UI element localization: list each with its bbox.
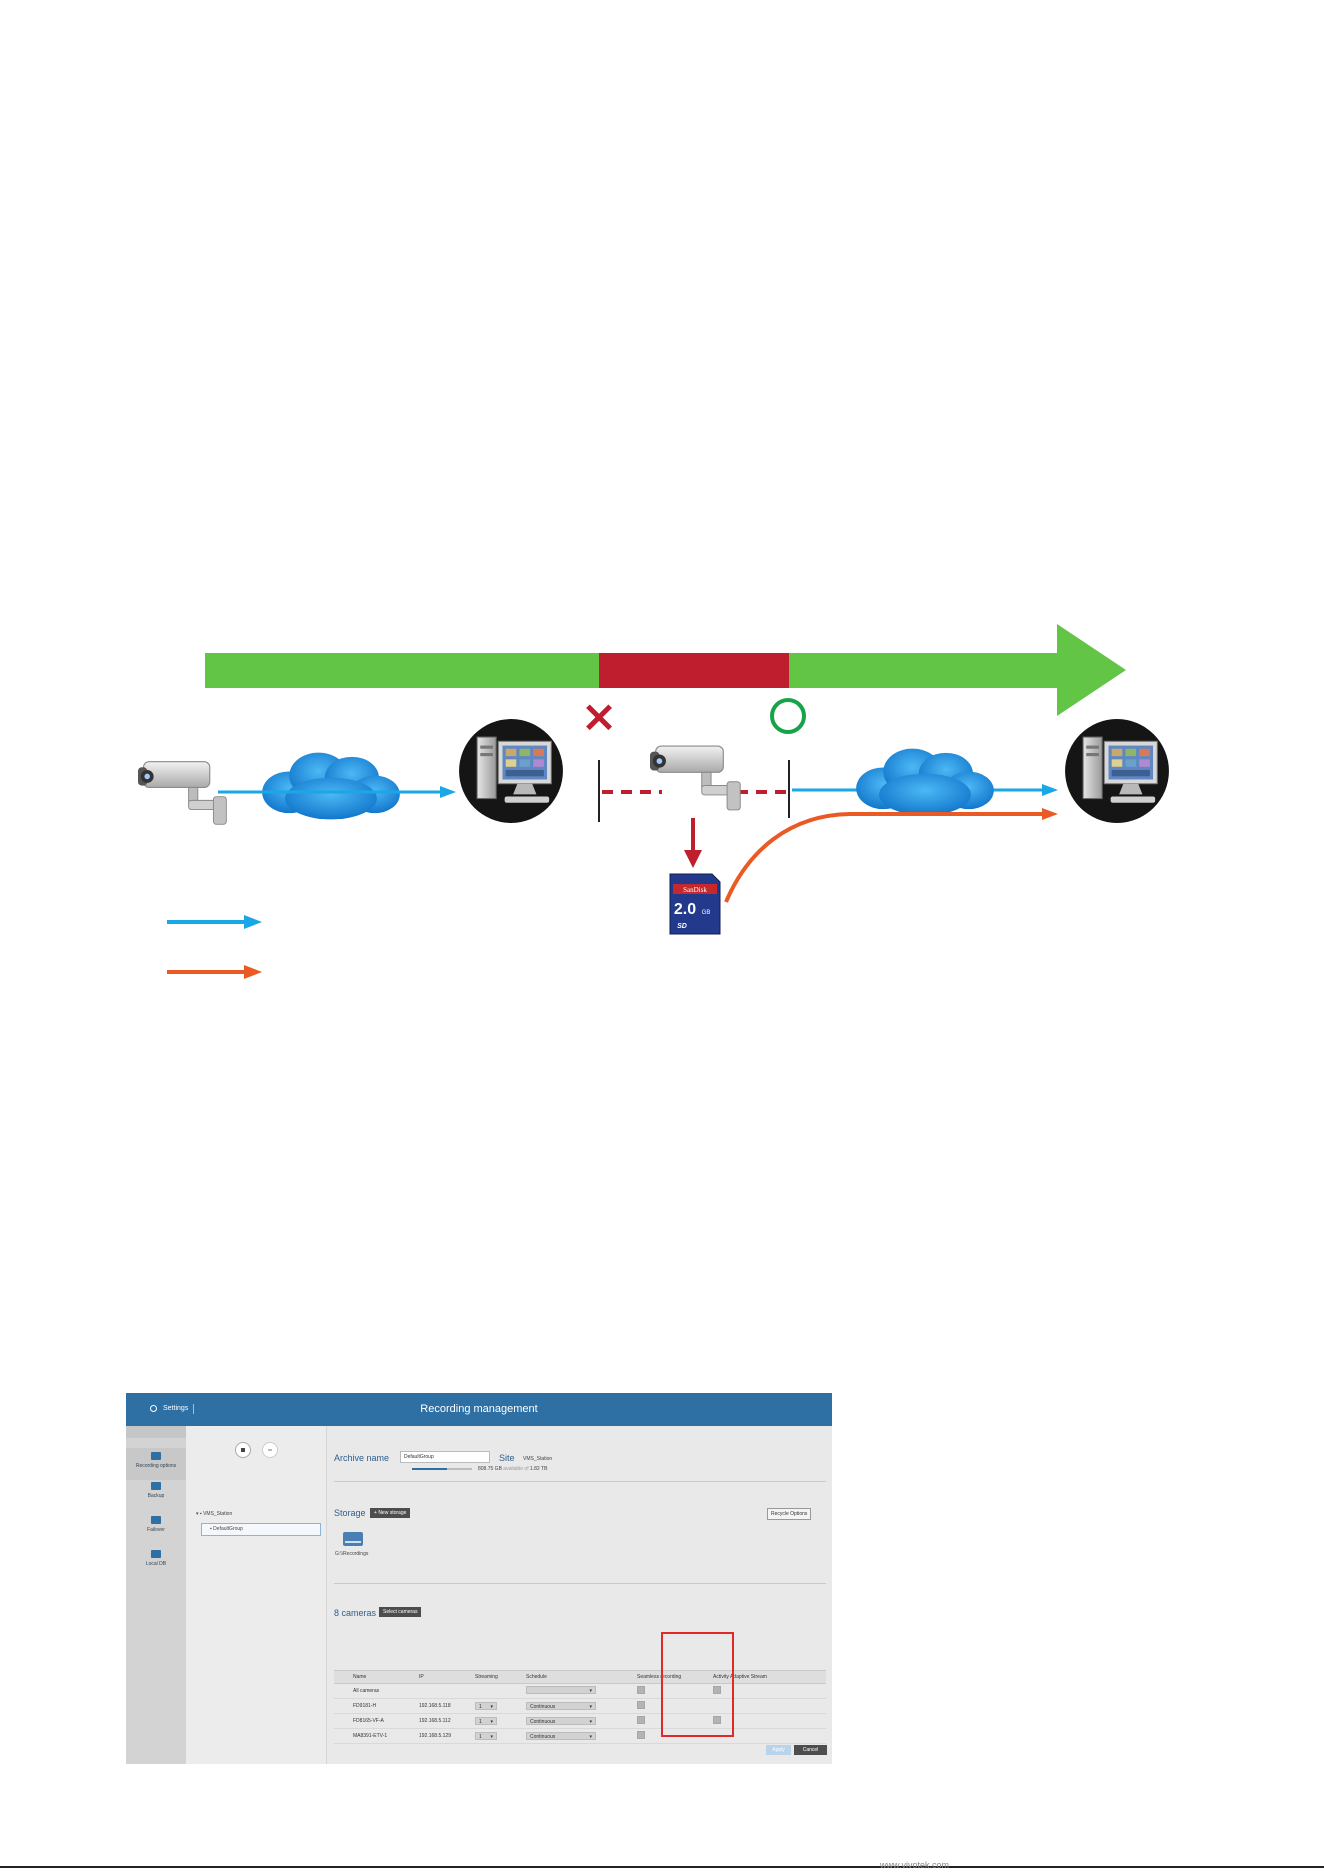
seamless-recording-checkbox[interactable] bbox=[637, 1686, 645, 1694]
seamless-recording-highlight bbox=[661, 1632, 734, 1737]
site-tree: ▾ ▪ VMS_Station ▪ DefaultGroup bbox=[186, 1426, 327, 1764]
timeline-network-outage bbox=[599, 653, 789, 688]
storage-usage-fill bbox=[412, 1468, 447, 1470]
cameras-count-label: 8 cameras bbox=[334, 1608, 377, 1618]
sidebar-item-backup[interactable]: Backup bbox=[126, 1482, 186, 1508]
svg-text:SanDisk: SanDisk bbox=[683, 886, 707, 894]
table-row: All cameras ▾ bbox=[334, 1683, 826, 1699]
camera-icon-left bbox=[138, 761, 227, 825]
cancel-button[interactable]: Cancel bbox=[794, 1745, 827, 1755]
tree-node-selected[interactable] bbox=[201, 1523, 321, 1536]
schedule-dropdown[interactable]: ▾ bbox=[526, 1686, 596, 1694]
table-row: FD9181-H 192.168.5.118 1▾ Continuous▾ bbox=[334, 1698, 826, 1714]
page-footer-rule bbox=[0, 1866, 1324, 1868]
sidebar-item-recording-options[interactable]: Recording options bbox=[126, 1448, 186, 1480]
camera-icon-middle bbox=[650, 745, 741, 811]
column-header-schedule[interactable]: Schedule bbox=[523, 1670, 634, 1684]
table-header-row: Name IP Streaming Schedule Seamless reco… bbox=[334, 1670, 826, 1684]
seamless-recording-diagram: × SanDisk 2.0 GB SD bbox=[138, 624, 1170, 979]
table-row: FD8165-VF-A 192.168.5.112 1▾ Continuous▾ bbox=[334, 1713, 826, 1729]
archive-name-label: Archive name bbox=[334, 1453, 390, 1463]
gear-icon[interactable] bbox=[150, 1405, 157, 1412]
ok-circle-icon bbox=[770, 698, 806, 734]
adaptive-stream-checkbox[interactable] bbox=[713, 1686, 721, 1694]
schedule-dropdown[interactable]: Continuous▾ bbox=[526, 1717, 596, 1725]
page-title: Recording management bbox=[420, 1403, 538, 1415]
timeline-arrow-head bbox=[1057, 624, 1126, 716]
storage-path: G:\\Recordings bbox=[335, 1551, 369, 1557]
seamless-recording-checkbox[interactable] bbox=[637, 1731, 645, 1739]
tree-node-station[interactable]: ▾ ▪ VMS_Station bbox=[196, 1511, 233, 1517]
archive-settings: Archive name DefaultGroup Site VMS_Stati… bbox=[327, 1426, 832, 1764]
column-header-name[interactable]: Name bbox=[350, 1670, 416, 1684]
storage-usage-text: 808.75 GB available of 1.82 TB bbox=[478, 1466, 548, 1472]
add-archive-button[interactable] bbox=[235, 1442, 251, 1458]
seamless-recording-checkbox[interactable] bbox=[637, 1701, 645, 1709]
schedule-dropdown[interactable]: Continuous▾ bbox=[526, 1702, 596, 1710]
svg-text:GB: GB bbox=[702, 910, 711, 916]
streaming-dropdown[interactable]: 1▾ bbox=[475, 1717, 497, 1725]
sidebar-top-strip bbox=[126, 1426, 186, 1438]
column-header-ip[interactable]: IP bbox=[416, 1670, 472, 1684]
column-header-streaming[interactable]: Streaming bbox=[472, 1670, 523, 1684]
tree-node-group[interactable]: ▪ DefaultGroup bbox=[210, 1526, 243, 1532]
monitor-icon bbox=[151, 1482, 161, 1490]
storage-usage-bar bbox=[412, 1468, 472, 1470]
settings-link[interactable]: Settings bbox=[163, 1405, 189, 1412]
cloud-icon-right bbox=[856, 748, 994, 816]
svg-text:SD: SD bbox=[677, 923, 687, 930]
timeline-after-outage bbox=[789, 653, 1059, 688]
sidebar-item-local-db[interactable]: Local DB bbox=[126, 1550, 186, 1576]
seamless-recording-checkbox[interactable] bbox=[637, 1716, 645, 1724]
site-label: Site bbox=[499, 1453, 515, 1463]
seamless-upload-curve bbox=[724, 812, 1042, 903]
column-header-seamless-recording[interactable]: Seamless recording bbox=[634, 1670, 710, 1684]
adaptive-stream-checkbox[interactable] bbox=[713, 1716, 721, 1724]
apply-button[interactable]: Apply bbox=[766, 1745, 791, 1755]
sidebar: Recording options Backup Failover Local … bbox=[126, 1426, 186, 1764]
timeline-before-outage bbox=[205, 653, 599, 688]
recording-management-screenshot: Settings Recording management Recording … bbox=[126, 1393, 832, 1764]
recycle-options-button[interactable]: Recycle Options bbox=[767, 1508, 812, 1520]
archive-name-input[interactable]: DefaultGroup bbox=[400, 1451, 490, 1463]
table-row: MA8391-ETV-1 192.168.5.129 1▾ Continuous… bbox=[334, 1728, 826, 1744]
list-icon bbox=[151, 1516, 161, 1524]
streaming-dropdown[interactable]: 1▾ bbox=[475, 1702, 497, 1710]
header-divider bbox=[193, 1404, 194, 1414]
storage-label: Storage bbox=[334, 1508, 366, 1518]
column-header-activity-adaptive-stream[interactable]: Activity Adaptive Stream bbox=[710, 1670, 826, 1684]
sd-card-icon: SanDisk 2.0 GB SD bbox=[669, 873, 721, 935]
sidebar-item-failover[interactable]: Failover bbox=[126, 1516, 186, 1542]
app-header: Settings Recording management bbox=[126, 1393, 832, 1426]
new-storage-button[interactable]: + New storage bbox=[370, 1508, 411, 1518]
cameras-table: Name IP Streaming Schedule Seamless reco… bbox=[334, 1670, 826, 1744]
remove-archive-button[interactable] bbox=[262, 1442, 278, 1458]
schedule-dropdown[interactable]: Continuous▾ bbox=[526, 1732, 596, 1740]
fail-cross-icon: × bbox=[581, 691, 618, 742]
storage-drive-icon[interactable] bbox=[343, 1532, 363, 1546]
divider bbox=[334, 1481, 826, 1482]
cloud-icon-left bbox=[262, 752, 400, 820]
svg-text:2.0: 2.0 bbox=[674, 901, 696, 918]
database-icon bbox=[151, 1550, 161, 1558]
divider bbox=[334, 1583, 826, 1584]
page-footer-text: www.vivotek.com bbox=[880, 1860, 950, 1870]
station-icon-left bbox=[458, 718, 564, 824]
station-icon-right bbox=[1064, 718, 1170, 824]
site-value: VMS_Station bbox=[523, 1456, 553, 1462]
select-cameras-button[interactable]: Select cameras bbox=[379, 1607, 422, 1617]
streaming-dropdown[interactable]: 1▾ bbox=[475, 1732, 497, 1740]
calendar-icon bbox=[151, 1452, 161, 1460]
